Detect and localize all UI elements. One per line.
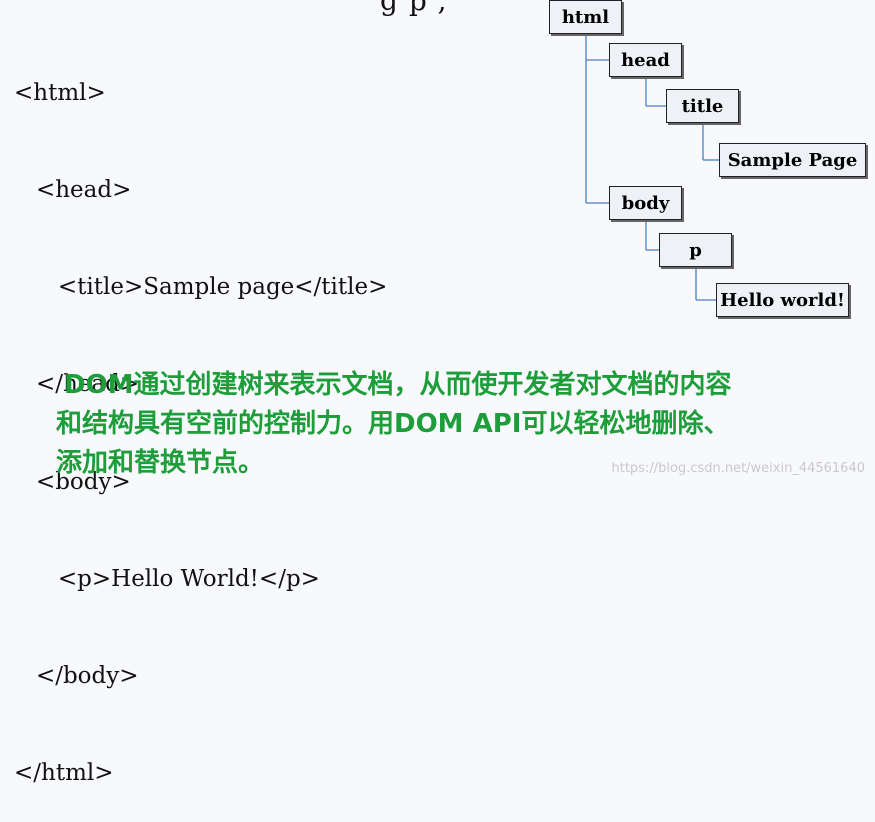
cropped-heading-fragment: g p , [380, 0, 448, 17]
source-watermark: https://blog.csdn.net/weixin_44561640 [611, 461, 865, 476]
caption-line-1: DOM通过创建树来表示文档，从而使开发者对文档的内容 [64, 370, 732, 400]
tree-node-html: html [549, 0, 622, 34]
code-line-body-close: </body> [35, 663, 139, 690]
tree-node-body: body [609, 186, 682, 220]
caption-line-2: 和结构具有空前的控制力。用DOM API可以轻松地删除、 [56, 409, 730, 439]
tree-connectors [585, 33, 719, 301]
dom-tree-diagram: html head title Sample Page body p Hello… [549, 0, 866, 317]
tree-node-title: title [666, 89, 739, 123]
dom-description-caption: DOM通过创建树来表示文档，从而使开发者对文档的内容 和结构具有空前的控制力。用… [56, 366, 866, 483]
caption-line-3: 添加和替换节点。 [56, 448, 265, 478]
tree-node-title-text: Sample Page [719, 143, 866, 177]
code-line-html-open: <html> [14, 79, 106, 106]
code-line-head-open: <head> [35, 177, 132, 204]
tree-node-head: head [609, 43, 682, 77]
code-line-paragraph: <p>Hello World!</p> [57, 565, 320, 592]
code-line-head-close: </head> [35, 371, 140, 398]
code-line-title: <title>Sample page</title> [57, 274, 388, 301]
code-line-html-close: </html> [14, 760, 114, 787]
tree-node-p-text: Hello world! [716, 283, 849, 317]
tree-node-p: p [659, 233, 732, 267]
